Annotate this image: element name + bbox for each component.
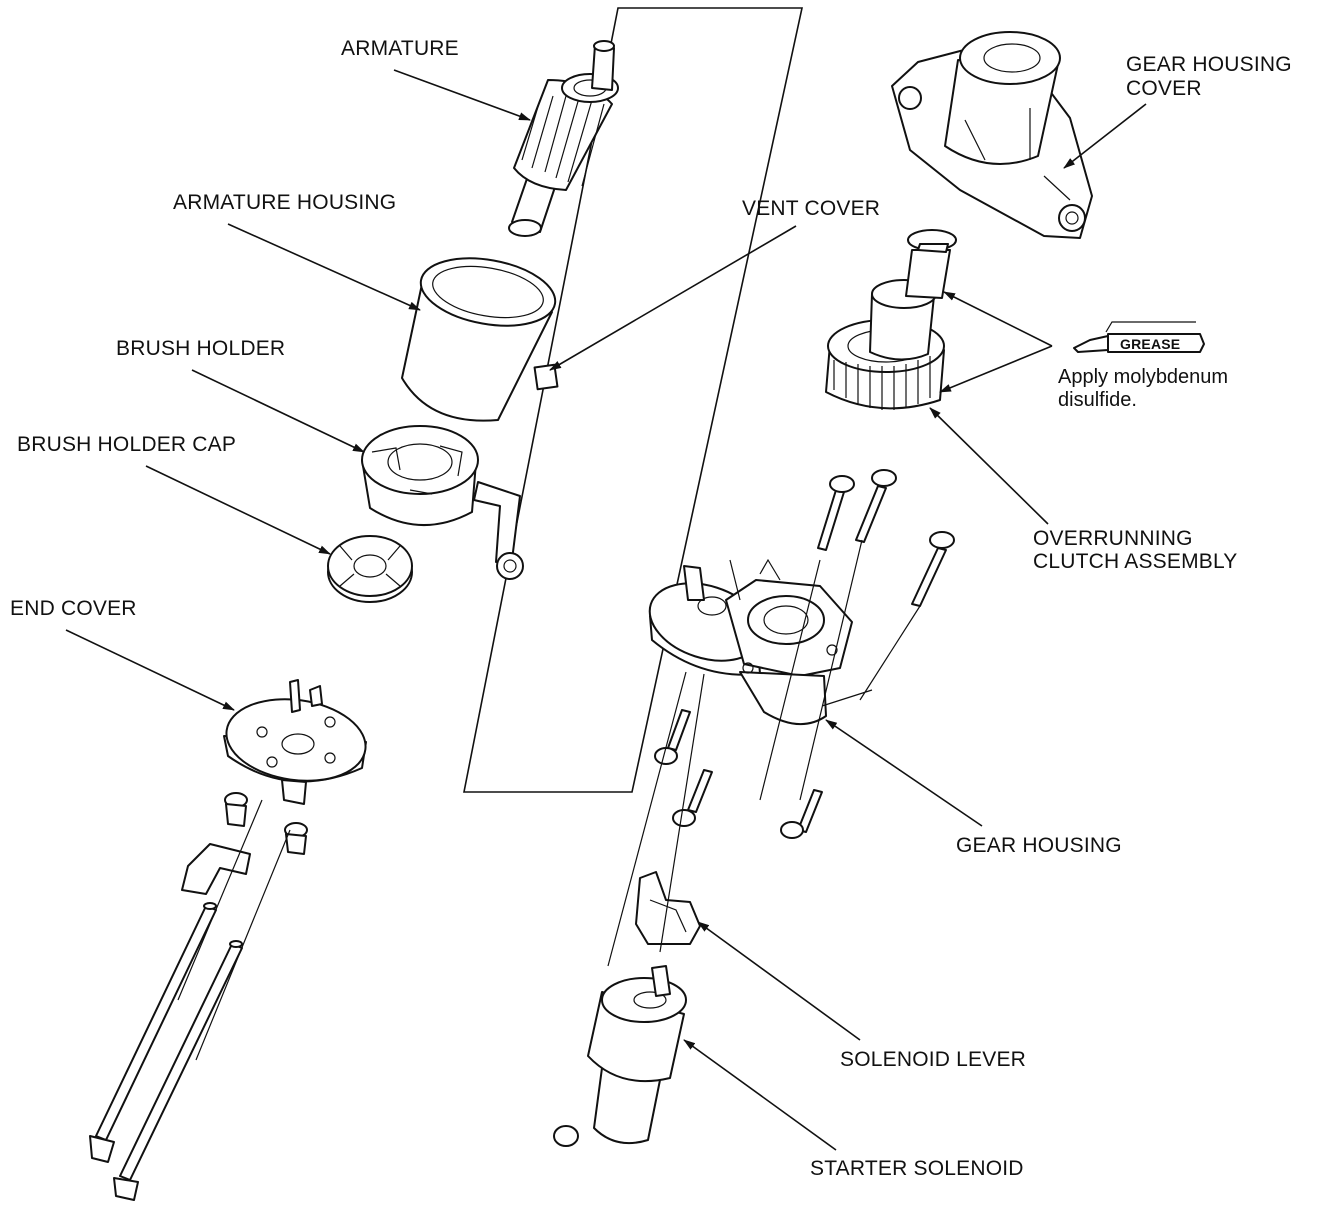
- gear-housing-part: [648, 558, 853, 726]
- label-solenoid-lever: SOLENOID LEVER: [840, 1048, 1027, 1071]
- armature-part: [508, 40, 619, 237]
- gear-housing-short-bolts: [654, 709, 823, 839]
- leader-lines: [65, 69, 1147, 1151]
- vent-cover-part: [533, 363, 559, 391]
- label-gear-housing: GEAR HOUSING: [956, 834, 1122, 857]
- label-overrunning-line1: OVERRUNNING: [1033, 527, 1193, 550]
- label-gear-housing-cover-line1: GEAR HOUSING: [1126, 53, 1292, 76]
- armature-housing-part: [401, 257, 557, 422]
- label-grease: GREASE: [1120, 336, 1181, 352]
- solenoid-lever-part: [635, 871, 701, 945]
- label-gear-housing-cover-line2: COVER: [1126, 77, 1202, 100]
- gear-housing-cover-part: [891, 31, 1093, 239]
- label-starter-solenoid: STARTER SOLENOID: [810, 1157, 1024, 1180]
- label-brush-holder: BRUSH HOLDER: [116, 337, 286, 360]
- brush-holder-part: [361, 425, 524, 580]
- label-armature: ARMATURE: [341, 37, 459, 60]
- label-overrunning-line2: CLUTCH ASSEMBLY: [1033, 550, 1238, 573]
- label-brush-holder-cap: BRUSH HOLDER CAP: [17, 433, 237, 456]
- label-armature-housing: ARMATURE HOUSING: [173, 191, 397, 214]
- assembly-guide-lines: [177, 539, 921, 1061]
- end-cover-part: [223, 679, 367, 805]
- through-bolts: [89, 902, 243, 1201]
- starter-solenoid-part: [553, 965, 687, 1147]
- gear-housing-long-bolts: [817, 469, 955, 607]
- label-vent-cover: VENT COVER: [742, 197, 881, 220]
- label-apply-line1: Apply molybdenum: [1058, 366, 1229, 388]
- end-cover-screws: [181, 792, 308, 895]
- grease-tube-icon: [1073, 321, 1205, 353]
- label-end-cover: END COVER: [10, 597, 137, 620]
- label-apply-line2: disulfide.: [1058, 389, 1137, 411]
- brush-holder-cap-part: [327, 535, 413, 603]
- overrunning-clutch-part: [825, 229, 957, 410]
